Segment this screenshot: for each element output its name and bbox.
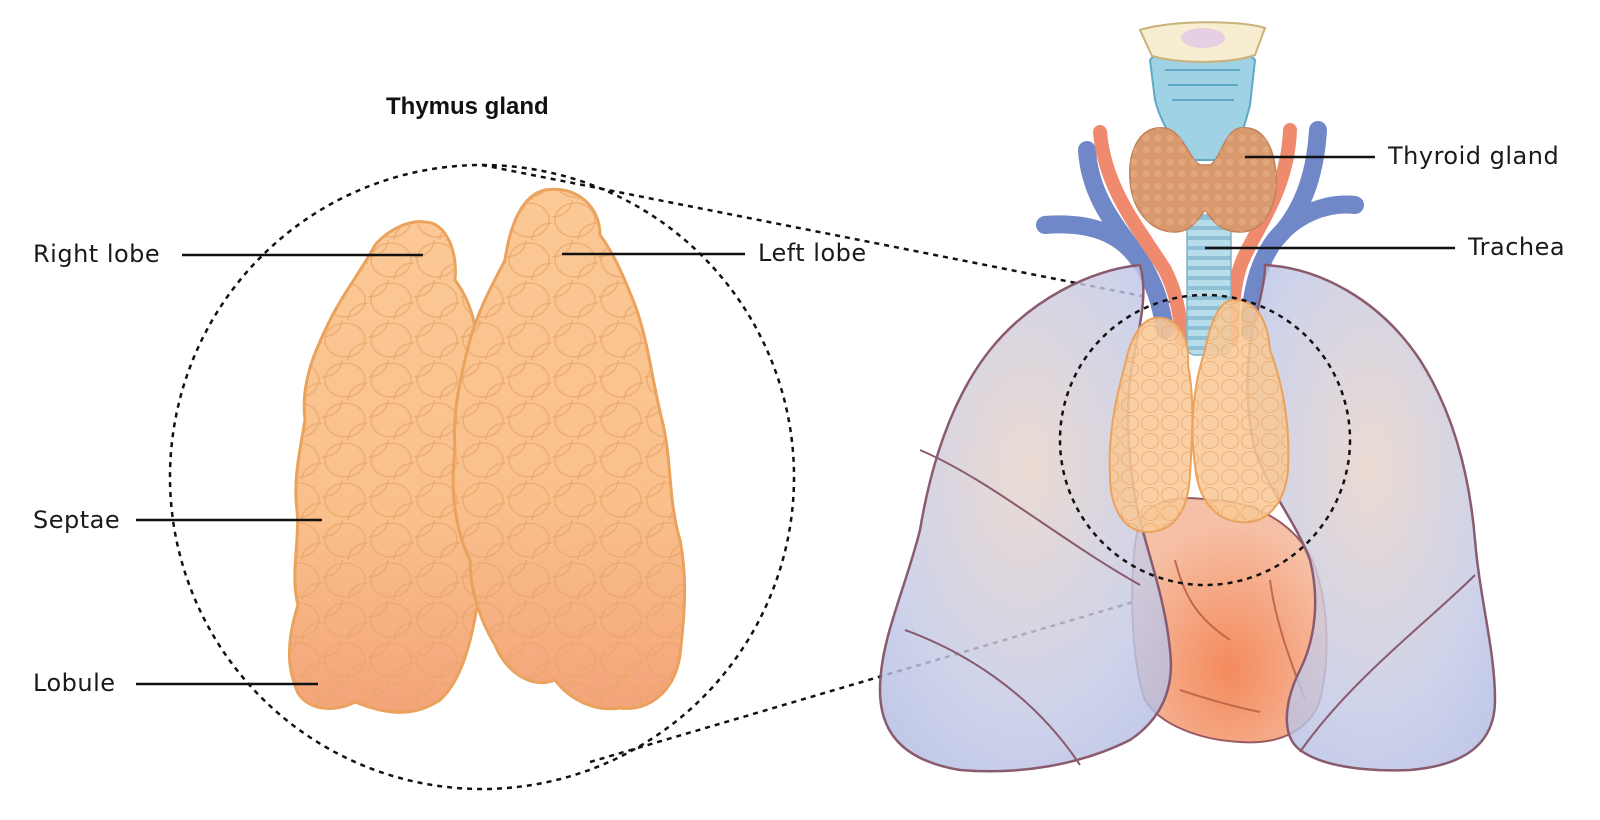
- thorax-illustration: [878, 21, 1497, 773]
- diagram-title: Thymus gland: [386, 93, 549, 120]
- label-left-lobe: Left lobe: [758, 239, 867, 267]
- label-trachea: Trachea: [1468, 233, 1566, 261]
- thymus-right-lobe-shape: [287, 220, 490, 714]
- label-lobule: Lobule: [33, 669, 116, 697]
- magnifier-circle: [168, 163, 796, 791]
- magnified-thymus: [136, 163, 796, 791]
- thyroid-shape: [1129, 127, 1277, 233]
- left-artery: [1093, 125, 1189, 347]
- thymus-left-lobe-shape: [451, 187, 687, 711]
- thymus-location-circle: [1058, 293, 1352, 587]
- right-vein-branch: [1266, 195, 1364, 249]
- label-thyroid-gland: Thyroid gland: [1388, 142, 1560, 170]
- thymus-in-situ-shape: [1108, 298, 1290, 534]
- label-right-lobe: Right lobe: [33, 240, 161, 268]
- left-vein-branch: [1036, 215, 1149, 271]
- label-septae: Septae: [33, 506, 121, 534]
